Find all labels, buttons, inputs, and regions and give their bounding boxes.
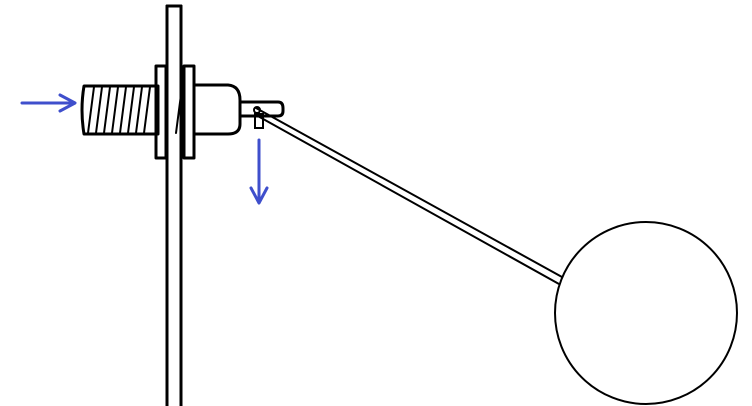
lock-nut-pair <box>154 64 196 160</box>
valve-body <box>192 83 242 136</box>
inlet-flow-head <box>58 93 77 113</box>
valve-outlet-nozzle <box>238 100 285 129</box>
pipe-threads <box>87 86 183 134</box>
float-arm <box>255 107 563 285</box>
inlet-flow-arrow <box>20 93 77 113</box>
outlet-flow-head <box>249 186 269 205</box>
tank-wall <box>165 4 183 406</box>
threaded-inlet-pipe <box>80 84 183 136</box>
float-ball <box>554 221 738 405</box>
lock-nut-outer <box>154 64 168 160</box>
outlet-flow-arrow <box>249 138 269 205</box>
